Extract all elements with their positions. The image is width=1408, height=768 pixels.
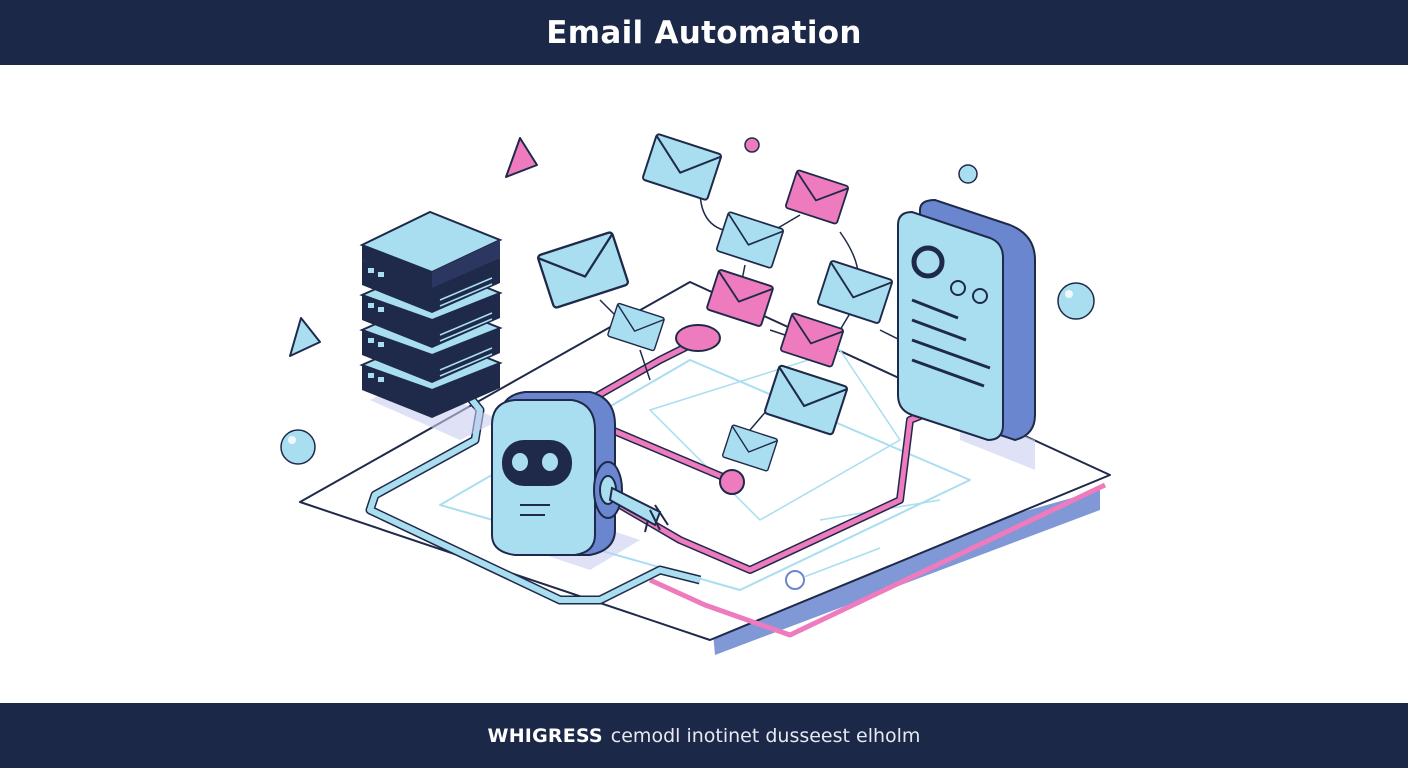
triangle-icon [505,137,538,178]
page-title: Email Automation [546,14,862,51]
header-bar: Email Automation [0,0,1408,65]
envelope-icon [715,210,785,270]
envelope-icon [816,259,894,325]
envelope-icon [536,230,630,310]
bubble-icon [1057,282,1095,320]
illustration-area [0,65,1408,703]
email-automation-illustration [280,132,1111,655]
triangle-icon [289,317,321,357]
server-stack-icon [359,210,503,440]
envelope-icon [641,132,723,202]
robot-icon [491,391,669,570]
bubble-icon [958,164,978,184]
envelope-icon [784,168,850,226]
footer-brand: WHIGRESS [487,724,603,747]
bubble-icon [280,429,316,465]
phone-icon [897,198,1036,470]
footer-bar: WHIGRESS cemodl inotinet dusseest elholm [0,703,1408,768]
footer-tagline: cemodl inotinet dusseest elholm [610,724,921,747]
bubble-icon [744,137,760,153]
